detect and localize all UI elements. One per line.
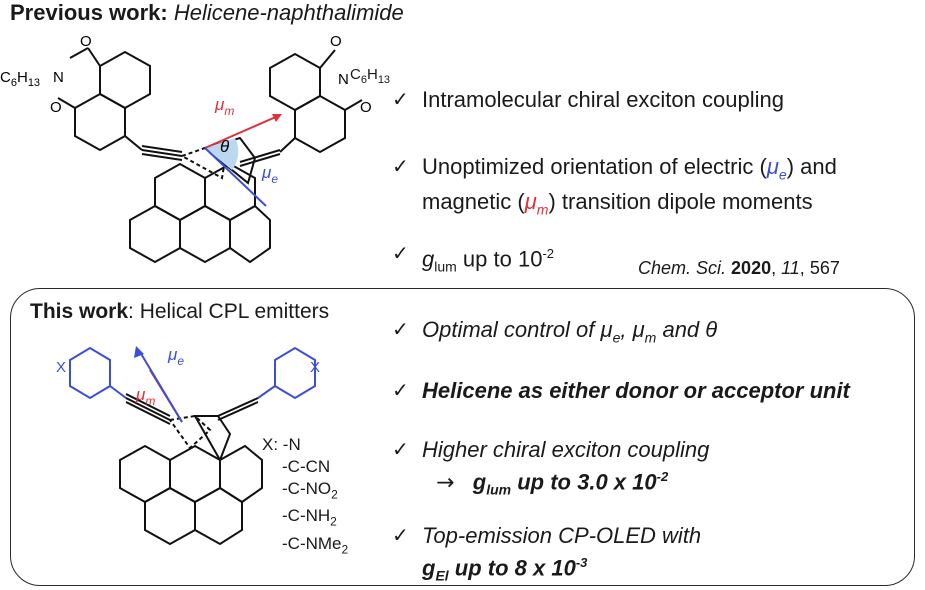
current-bullet-2: ✓ Helicene as either donor or acceptor u…	[392, 378, 850, 403]
left-o-top: O	[80, 33, 92, 50]
current-bullet-4: ✓ Top-emission CP-OLED with gEl up to 8 …	[392, 523, 702, 584]
this-work-box	[10, 288, 915, 586]
previous-bullet-1: ✓ Intramolecular chiral exciton coupling	[392, 87, 784, 112]
mu-e-label: μe	[261, 163, 278, 186]
left-n-atom: N	[53, 69, 64, 86]
mu-e-new-label: μe	[167, 345, 184, 368]
mu-m-new-label: μm	[135, 385, 155, 408]
substituent-list: X: -N -C-CN -C-NO2 -C-NH2 -C-NMe2	[262, 434, 348, 560]
x-right-label: X	[310, 359, 320, 376]
current-bullet-3: ✓ Higher chiral exciton coupling → glum …	[392, 437, 710, 498]
substituent-item: -C-NO2	[282, 479, 338, 502]
check-icon: ✓	[392, 154, 409, 178]
right-hexyl-chain: C6H13	[350, 66, 391, 86]
substituent-item: -C-NH2	[282, 506, 337, 529]
substituent-x-label: X: -N	[262, 435, 301, 454]
previous-bullet-3: ✓ glum up to 10-2	[392, 241, 555, 275]
current-bullet-1: ✓ Optimal control of μe, μm and θ	[392, 317, 718, 346]
substituent-item: -C-CN	[282, 457, 331, 476]
check-icon: ✓	[392, 87, 409, 111]
check-icon: ✓	[392, 378, 409, 402]
x-left-label: X	[56, 359, 66, 376]
left-o-bottom: O	[50, 99, 62, 116]
arrow-right-icon: →	[436, 470, 455, 496]
helicene-naphthalimide-structure: μm μe θ C6H13 N O O O O N	[0, 33, 372, 264]
theta-label: θ	[220, 137, 230, 156]
this-work-title: This work: Helical CPL emitters	[30, 300, 330, 323]
check-icon: ✓	[392, 317, 409, 341]
check-icon: ✓	[392, 437, 409, 461]
left-hexyl-chain: C6H13	[0, 69, 40, 89]
previous-bullet-2: ✓ Unoptimized orientation of electric (μ…	[392, 154, 837, 218]
right-o-top: O	[330, 33, 342, 50]
helical-cpl-emitter-structure: X X μe μm	[56, 345, 320, 546]
previous-work-title: Previous work: Helicene-naphthalimide	[10, 0, 404, 26]
substituent-item: -C-NMe2	[282, 533, 349, 557]
previous-work-subject: Helicene-naphthalimide	[173, 0, 404, 25]
reference-citation: Chem. Sci. 2020, 11, 567	[638, 258, 840, 278]
previous-work-label: Previous work:	[10, 0, 168, 25]
right-n-atom: N	[338, 71, 349, 88]
check-icon: ✓	[392, 523, 409, 547]
mu-m-label: μm	[214, 95, 234, 118]
right-o-bottom: O	[360, 99, 372, 116]
check-icon: ✓	[392, 241, 409, 265]
